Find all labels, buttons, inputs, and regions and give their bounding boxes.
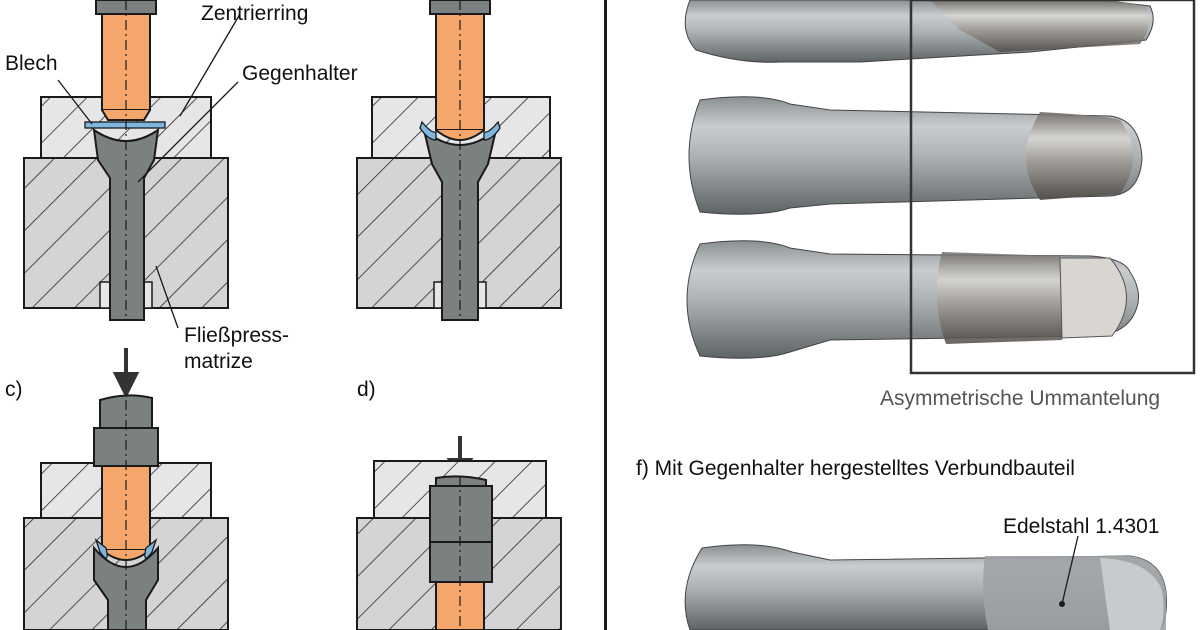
photo-part-3 xyxy=(686,240,1139,359)
label-gegenhalter: Gegenhalter xyxy=(242,62,358,85)
panel-c xyxy=(23,348,229,630)
leader-edelstahl xyxy=(1061,535,1079,605)
formed-sheet xyxy=(94,538,158,559)
photo-part-2 xyxy=(688,96,1143,215)
label-panel-c: c) xyxy=(5,378,23,401)
panel-d xyxy=(356,436,562,630)
label-panel-f: f) Mit Gegenhalter hergestelltes Verbund… xyxy=(636,457,1075,480)
label-blech: Blech xyxy=(5,52,58,75)
leader-zentrierring xyxy=(179,13,241,117)
leader-fliesspress xyxy=(155,265,179,329)
punch-shoulder xyxy=(429,541,493,583)
photo-part-1 xyxy=(684,0,1154,63)
panel-divider xyxy=(604,0,607,630)
formed-sheet xyxy=(419,120,501,141)
press-arrow xyxy=(112,348,140,399)
punch-cap xyxy=(435,475,487,487)
photo-part-f xyxy=(684,535,1167,630)
label-panel-d: d) xyxy=(357,378,376,401)
punch-cap xyxy=(99,394,153,429)
label-asym: Asymmetrische Ummantelung xyxy=(880,387,1161,410)
leader-dot xyxy=(1059,601,1065,607)
leader-gegenhalter xyxy=(137,81,239,183)
panel-b xyxy=(356,0,562,321)
label-fliesspress-1: Fließpress- xyxy=(184,324,290,347)
leader-blech xyxy=(57,79,93,125)
panel-a xyxy=(23,0,241,329)
asymmetric-box xyxy=(909,0,1196,375)
label-fliesspress-2: matrize xyxy=(184,350,253,373)
sheet-blank xyxy=(84,121,166,129)
label-edelstahl: Edelstahl 1.4301 xyxy=(1003,515,1160,538)
label-zentrierring: Zentrierring xyxy=(201,2,309,25)
punch-holder xyxy=(429,485,493,543)
